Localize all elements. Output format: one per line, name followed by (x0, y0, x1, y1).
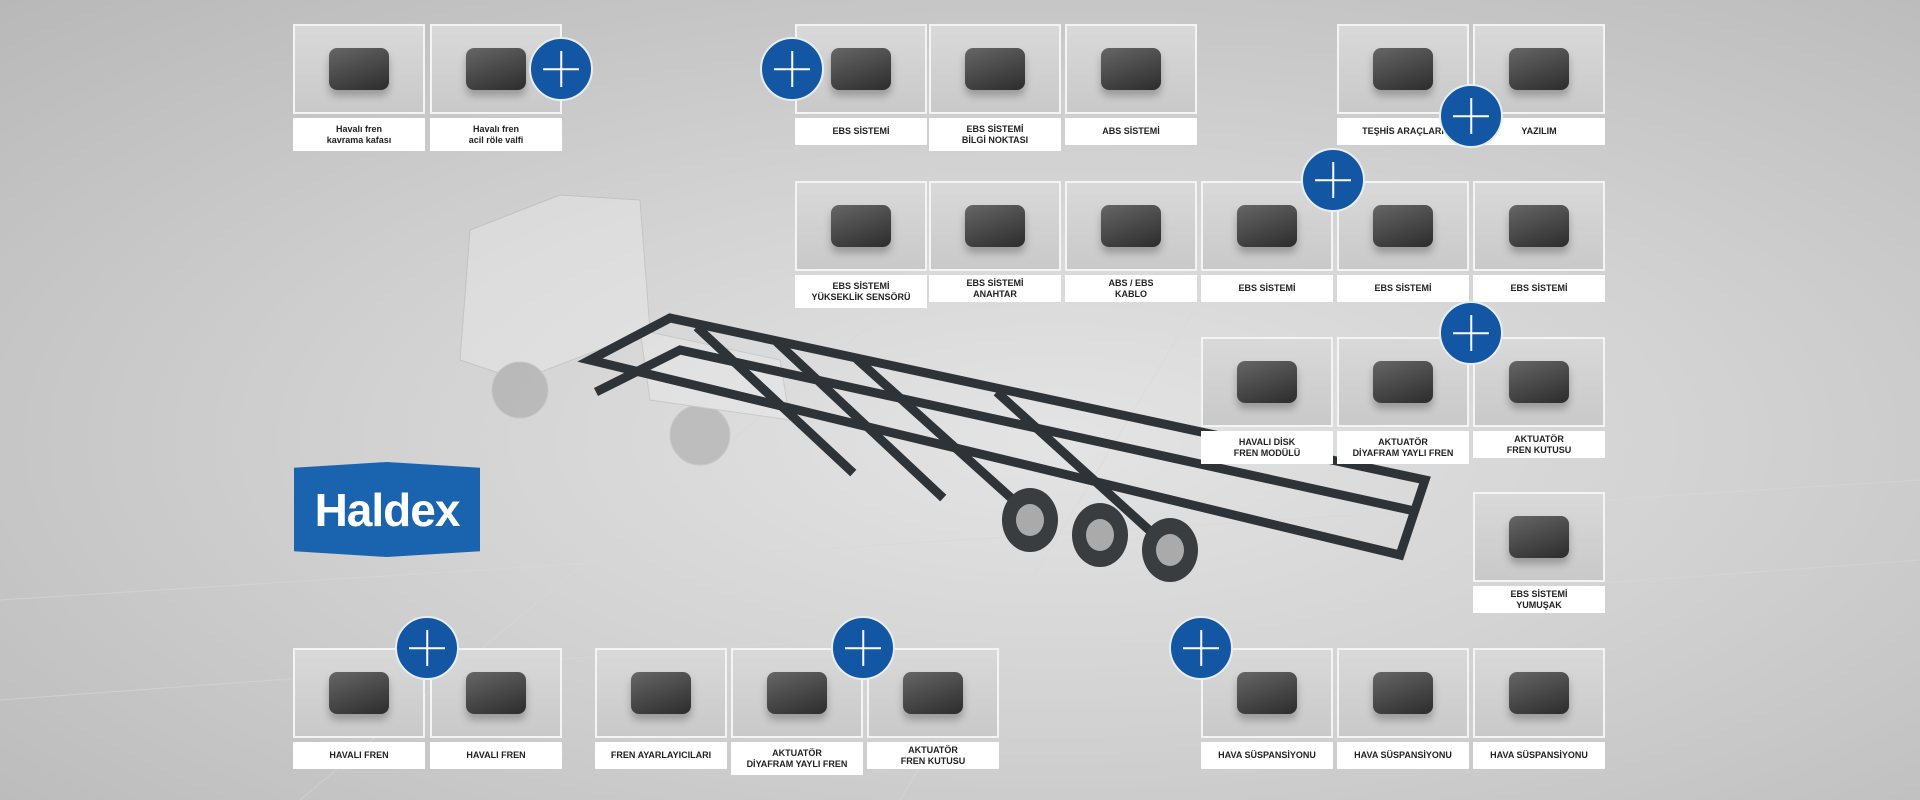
product-label[interactable]: HAVALI DİSK FREN MODÜLÜ (1201, 431, 1333, 464)
product-label[interactable]: EBS SİSTEMİ YUMUŞAK (1473, 586, 1605, 613)
product-tile[interactable]: EBS SİSTEMİ YUMUŞAK (1473, 492, 1605, 613)
product-label[interactable]: AKTUATÖR DİYAFRAM YAYLI FREN (1337, 431, 1469, 464)
brake-chamber-2-icon (903, 672, 963, 714)
product-label[interactable]: Havalı fren kavrama kafası (293, 118, 425, 151)
expand-plus-button[interactable] (1439, 84, 1503, 148)
product-label[interactable]: ABS SİSTEMİ (1065, 118, 1197, 145)
product-image[interactable] (929, 24, 1061, 114)
product-tile[interactable]: HAVA SÜSPANSİYONU (1473, 648, 1605, 769)
product-image[interactable] (795, 181, 927, 271)
levelling-valve-icon (1237, 672, 1297, 714)
expand-plus-button[interactable] (760, 37, 824, 101)
height-sensor-icon (831, 205, 891, 247)
ebs-cable-connector-icon (831, 48, 891, 90)
product-image[interactable] (1473, 648, 1605, 738)
product-tile[interactable]: EBS SİSTEMİ YÜKSEKLİK SENSÖRÜ (795, 181, 927, 308)
product-tile[interactable]: AKTUATÖR FREN KUTUSU (1473, 337, 1605, 458)
trailer-frame (577, 313, 1431, 561)
product-label[interactable]: HAVA SÜSPANSİYONU (1337, 742, 1469, 769)
levelling-valve-2-icon (1373, 672, 1433, 714)
abs-module-icon (1101, 48, 1161, 90)
expand-plus-button[interactable] (1169, 616, 1233, 680)
disc-brake-icon (1237, 361, 1297, 403)
product-tile[interactable]: EBS SİSTEMİ (1201, 181, 1333, 302)
product-image[interactable] (929, 181, 1061, 271)
product-image[interactable] (1065, 24, 1197, 114)
levelling-valve-3-icon (1509, 672, 1569, 714)
product-tile[interactable]: ABS SİSTEMİ (1065, 24, 1197, 145)
spring-brake-actuator-2-icon (767, 672, 827, 714)
expand-plus-button[interactable] (395, 616, 459, 680)
expand-plus-button[interactable] (831, 616, 895, 680)
product-label[interactable]: HAVA SÜSPANSİYONU (1201, 742, 1333, 769)
product-tile[interactable]: HAVALI DİSK FREN MODÜLÜ (1201, 337, 1333, 464)
product-tile[interactable]: EBS SİSTEMİ BİLGİ NOKTASI (929, 24, 1061, 151)
air-brake-valve-2-icon (466, 672, 526, 714)
product-tile[interactable]: ABS / EBS KABLO (1065, 181, 1197, 302)
info-point-device-icon (965, 48, 1025, 90)
product-label[interactable]: EBS SİSTEMİ (1473, 275, 1605, 302)
product-tile[interactable]: HAVA SÜSPANSİYONU (1337, 648, 1469, 769)
ebs-soft-kit-icon (1509, 516, 1569, 558)
product-label[interactable]: AKTUATÖR DİYAFRAM YAYLI FREN (731, 742, 863, 775)
product-tile[interactable]: FREN AYARLAYICILARI (595, 648, 727, 769)
ebs-display-icon (1509, 205, 1569, 247)
product-label[interactable]: Havalı fren acil röle valfi (430, 118, 562, 151)
product-tile[interactable]: EBS SİSTEMİ ANAHTAR (929, 181, 1061, 302)
expand-plus-button[interactable] (1301, 148, 1365, 212)
product-image[interactable] (595, 648, 727, 738)
product-label[interactable]: HAVALI FREN (293, 742, 425, 769)
product-label[interactable]: EBS SİSTEMİ BİLGİ NOKTASI (929, 118, 1061, 151)
product-label[interactable]: ABS / EBS KABLO (1065, 275, 1197, 302)
expand-plus-button[interactable] (529, 37, 593, 101)
product-image[interactable] (1065, 181, 1197, 271)
ebs-accessories-icon (1373, 205, 1433, 247)
product-label[interactable]: EBS SİSTEMİ (1201, 275, 1333, 302)
product-image[interactable] (293, 24, 425, 114)
product-label[interactable]: EBS SİSTEMİ ANAHTAR (929, 275, 1061, 302)
product-label[interactable]: EBS SİSTEMİ (1337, 275, 1469, 302)
coupling-head-icon (329, 48, 389, 90)
brake-chamber-icon (1509, 361, 1569, 403)
expand-plus-button[interactable] (1439, 301, 1503, 365)
product-tile[interactable]: AKTUATÖR DİYAFRAM YAYLI FREN (1337, 337, 1469, 464)
product-image[interactable] (867, 648, 999, 738)
spring-brake-actuator-icon (1373, 361, 1433, 403)
relay-valve-icon (466, 48, 526, 90)
product-image[interactable] (1473, 181, 1605, 271)
laptop-icon (1509, 48, 1569, 90)
product-label[interactable]: HAVA SÜSPANSİYONU (1473, 742, 1605, 769)
product-image[interactable] (1201, 337, 1333, 427)
product-image[interactable] (1337, 648, 1469, 738)
product-image[interactable] (1337, 337, 1469, 427)
ebs-modulator-icon (1237, 205, 1297, 247)
switch-icon (965, 205, 1025, 247)
cable-icon (1101, 205, 1161, 247)
air-brake-valve-icon (329, 672, 389, 714)
product-image[interactable] (1473, 492, 1605, 582)
product-tile[interactable]: AKTUATÖR FREN KUTUSU (867, 648, 999, 769)
haldex-logo: Haldex (294, 462, 480, 557)
product-label[interactable]: EBS SİSTEMİ (795, 118, 927, 145)
product-tile[interactable]: EBS SİSTEMİ (1473, 181, 1605, 302)
product-tile[interactable]: Havalı fren acil röle valfi (430, 24, 562, 151)
slack-adjuster-icon (631, 672, 691, 714)
product-label[interactable]: HAVALI FREN (430, 742, 562, 769)
product-label[interactable]: FREN AYARLAYICILARI (595, 742, 727, 769)
product-tile[interactable]: Havalı fren kavrama kafası (293, 24, 425, 151)
diagnostic-case-icon (1373, 48, 1433, 90)
product-label[interactable]: AKTUATÖR FREN KUTUSU (1473, 431, 1605, 458)
product-label[interactable]: EBS SİSTEMİ YÜKSEKLİK SENSÖRÜ (795, 275, 927, 308)
trailer-wheels (1002, 488, 1198, 582)
product-label[interactable]: AKTUATÖR FREN KUTUSU (867, 742, 999, 769)
